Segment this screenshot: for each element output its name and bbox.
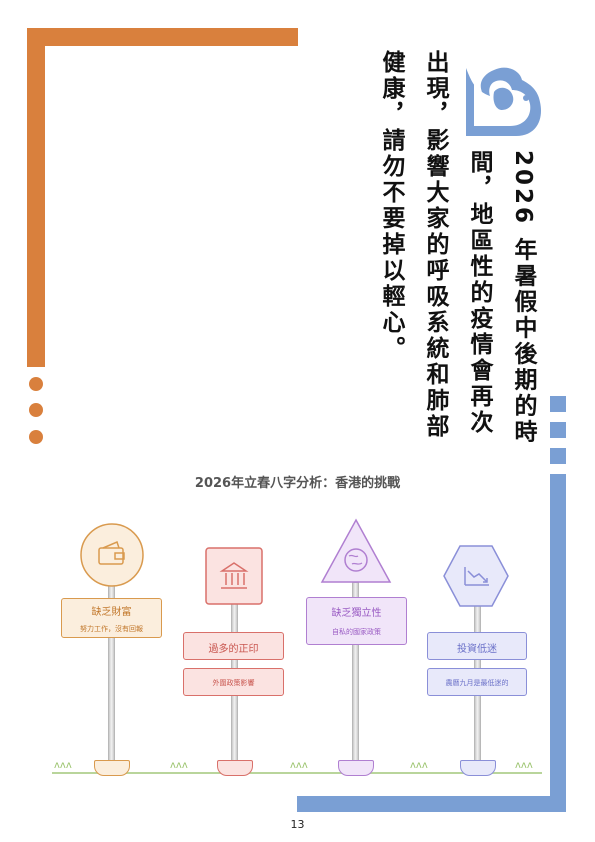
text-column-2: 間，地區性的疫情會再次 <box>466 150 492 436</box>
grass-icon: ʌʌʌ <box>515 760 533 771</box>
sign-title: 過多的正印 <box>208 644 259 655</box>
page-number: 13 <box>290 818 305 831</box>
ground-line <box>52 772 542 774</box>
infographic-title: 2026年立春八字分析：香港的挑戰 <box>194 476 401 491</box>
bank-icon <box>205 547 263 605</box>
grass-icon: ʌʌʌ <box>170 760 188 771</box>
sign-independence: 缺乏獨立性 自私的國家政策 <box>306 597 407 645</box>
globe-icon <box>320 518 392 583</box>
sign-subtitle: 農曆九月是最低迷的 <box>445 679 509 687</box>
logo-icon <box>466 67 541 136</box>
sign-investment-sub: 農曆九月是最低迷的 <box>427 668 527 696</box>
sign-title: 缺乏獨立性 <box>331 608 382 619</box>
text-column-4: 健康，請勿不要掉以輕心。 <box>378 50 404 362</box>
sign-wealth: 缺乏財富 努力工作，沒有回報 <box>61 598 162 638</box>
blue-square <box>550 448 566 464</box>
grass-icon: ʌʌʌ <box>410 760 428 771</box>
grass-icon: ʌʌʌ <box>54 760 72 771</box>
sign-title: 缺乏財富 <box>91 607 132 618</box>
blue-frame-bottom <box>297 796 566 812</box>
blue-frame-right <box>550 474 566 812</box>
orange-dot <box>29 377 43 391</box>
text-column-3: 出現，影響大家的呼吸系統和肺部 <box>422 50 448 440</box>
blue-square <box>550 422 566 438</box>
text-column-1: 2026 年暑假中後期的時 <box>510 150 536 446</box>
orange-dot <box>29 403 43 417</box>
orange-dot <box>29 430 43 444</box>
sign-subtitle: 外圍政策影響 <box>212 679 255 687</box>
orange-frame-left <box>27 28 45 367</box>
sign-subtitle: 自私的國家政策 <box>332 628 381 636</box>
sign-base <box>460 760 496 776</box>
grass-icon: ʌʌʌ <box>290 760 308 771</box>
sign-investment: 投資低迷 <box>427 632 527 660</box>
wallet-icon <box>80 523 144 587</box>
chart-down-icon <box>443 545 509 607</box>
sign-title: 投資低迷 <box>457 644 497 655</box>
sign-seal-sub: 外圍政策影響 <box>183 668 284 696</box>
blue-square <box>550 396 566 412</box>
sign-base <box>338 760 374 776</box>
orange-frame-top <box>27 28 298 46</box>
sign-seal: 過多的正印 <box>183 632 284 660</box>
sign-base <box>217 760 253 776</box>
sign-subtitle: 努力工作，沒有回報 <box>80 625 143 633</box>
sign-base <box>94 760 130 776</box>
